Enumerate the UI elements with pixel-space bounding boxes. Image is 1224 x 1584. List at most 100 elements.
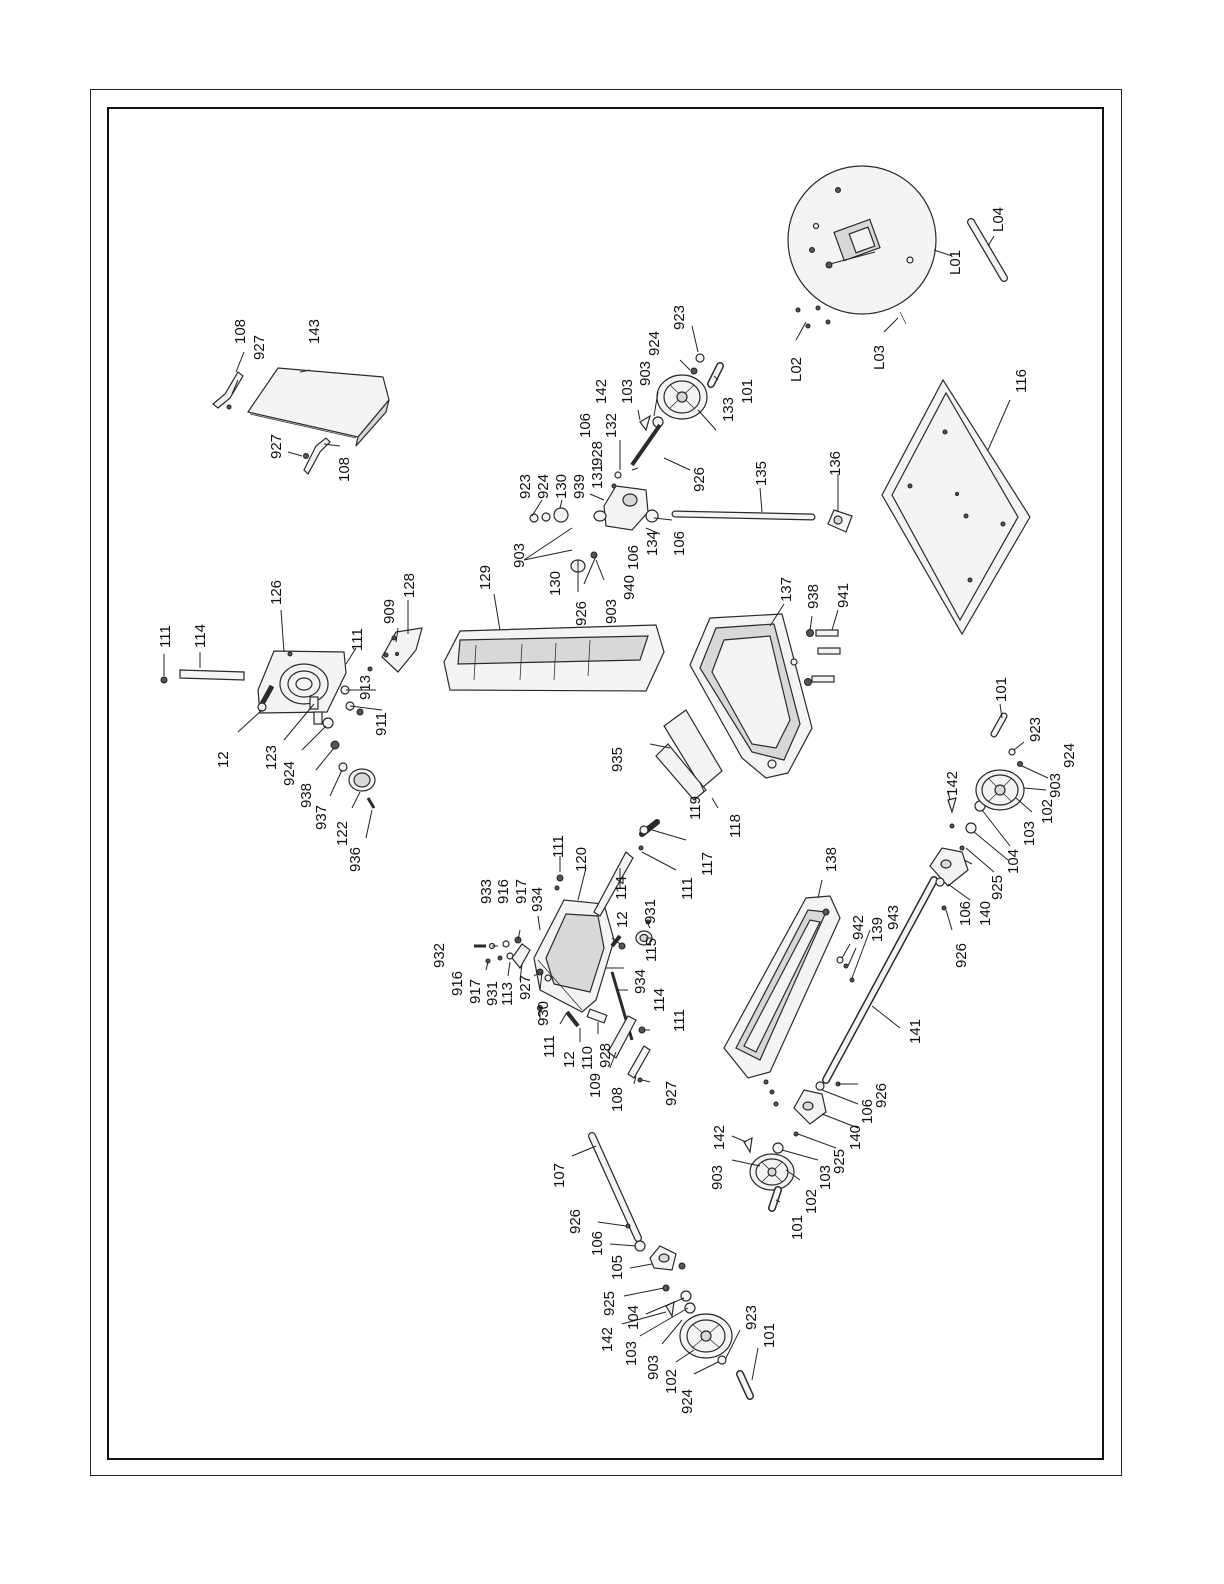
part-937-nut [338, 762, 348, 772]
part-108-bracket-mid [303, 437, 331, 475]
part-118-panel [655, 709, 723, 801]
part-labels: L01 L04 L02 L03 116 143 108 927 927 108 … [157, 207, 1078, 1414]
label-916-a: 916 [495, 879, 512, 904]
part-102-handwheel-low [679, 1313, 733, 1359]
part-122-knob [348, 768, 376, 792]
part-923-nut-top [695, 353, 705, 363]
label-936: 936 [347, 847, 364, 872]
label-102-b: 102 [803, 1189, 820, 1214]
label-925-c: 925 [601, 1291, 618, 1316]
label-L02: L02 [788, 357, 805, 382]
label-104-a: 104 [1005, 849, 1022, 874]
label-934-a: 934 [529, 887, 546, 912]
label-119: 119 [687, 796, 704, 820]
label-106-a: 106 [625, 545, 642, 570]
part-923-nut-upper [1008, 748, 1016, 756]
label-103-b: 103 [1021, 821, 1038, 846]
label-927-a: 927 [251, 335, 268, 360]
label-942: 942 [850, 915, 867, 940]
part-141-leadscrew [822, 876, 938, 1084]
label-114-c: 114 [651, 988, 668, 1012]
outer-frame [90, 89, 1122, 1476]
label-101-d: 101 [761, 1323, 778, 1348]
label-123: 123 [263, 745, 280, 770]
label-111-f: 111 [671, 1009, 688, 1032]
part-105-bracket [649, 1245, 677, 1271]
part-102-handwheel-lower [749, 1153, 795, 1191]
label-122: 122 [334, 821, 351, 846]
label-108-b: 108 [336, 457, 353, 482]
label-136: 136 [827, 451, 844, 476]
label-107: 107 [551, 1163, 568, 1188]
part-106-bearing-upper [935, 877, 945, 887]
label-103-c: 103 [817, 1165, 834, 1190]
label-903-e: 903 [709, 1165, 726, 1190]
label-129: 129 [477, 565, 494, 590]
label-927-c: 927 [517, 975, 534, 1000]
part-107-shaft [588, 1132, 642, 1242]
label-12-c: 12 [561, 1051, 578, 1068]
part-103-collar-low [684, 1302, 696, 1314]
part-106-bearing-low [634, 1240, 646, 1252]
part-114-bar-top [179, 669, 245, 681]
label-931-b: 931 [642, 899, 659, 924]
part-128-plate [381, 627, 423, 673]
part-134-bearing [593, 509, 659, 523]
label-937: 937 [313, 805, 330, 830]
part-small-screw-low [678, 1262, 686, 1270]
part-L01-plate [787, 165, 937, 315]
label-913: 913 [357, 675, 374, 700]
part-126-headstock [257, 650, 347, 714]
label-925-a: 925 [989, 875, 1006, 900]
label-135: 135 [753, 461, 770, 486]
label-103-d: 103 [623, 1341, 640, 1366]
part-142-knob-lower [743, 1136, 753, 1154]
part-140-bracket-lower [793, 1089, 827, 1125]
part-111-screw [160, 676, 168, 684]
label-142-d: 142 [599, 1327, 616, 1352]
label-108-c: 108 [609, 1087, 626, 1112]
label-932: 932 [431, 943, 448, 968]
label-114-b: 114 [613, 876, 630, 900]
label-103-a: 103 [619, 379, 636, 404]
label-923-d: 923 [1027, 717, 1044, 742]
part-924-washer [322, 717, 334, 729]
part-924-washer-top [690, 367, 698, 375]
label-101-b: 101 [993, 677, 1010, 702]
label-938-b: 938 [805, 584, 822, 609]
part-129-bed [443, 624, 665, 692]
part-108-plate-low [627, 1045, 651, 1083]
leader-lines [163, 235, 1049, 1381]
label-106-b: 106 [671, 531, 688, 556]
label-126: 126 [268, 580, 285, 605]
label-925-b: 925 [831, 1149, 848, 1174]
part-142-knob-upper [947, 797, 957, 815]
label-928-b: 928 [597, 1043, 614, 1068]
label-142-a: 142 [593, 379, 610, 404]
label-924-b: 924 [535, 474, 552, 499]
label-142-b: 142 [944, 771, 961, 796]
part-136-collar [827, 509, 853, 533]
label-142-c: 142 [711, 1125, 728, 1150]
part-102-handwheel-upper [975, 769, 1025, 811]
label-111-a: 111 [157, 625, 174, 648]
label-931-a: 931 [484, 981, 501, 1006]
part-941-938-bolts [790, 629, 841, 686]
label-139: 139 [869, 917, 886, 942]
label-943: 943 [885, 905, 902, 930]
label-133: 133 [720, 397, 737, 422]
part-108-bracket-top [212, 371, 244, 410]
label-916-b: 916 [449, 971, 466, 996]
label-903-f: 903 [645, 1355, 662, 1380]
part-L04-rod [967, 218, 1008, 282]
part-12-lever [257, 684, 275, 712]
part-936-pin [366, 797, 376, 809]
label-130-b: 130 [547, 571, 564, 596]
label-927-d: 927 [663, 1081, 680, 1106]
part-925-screw-upper [959, 845, 965, 851]
part-138-rail [723, 895, 841, 1079]
label-111-e: 111 [541, 1035, 558, 1058]
part-938-washer [330, 740, 340, 750]
label-926-e: 926 [567, 1209, 584, 1234]
